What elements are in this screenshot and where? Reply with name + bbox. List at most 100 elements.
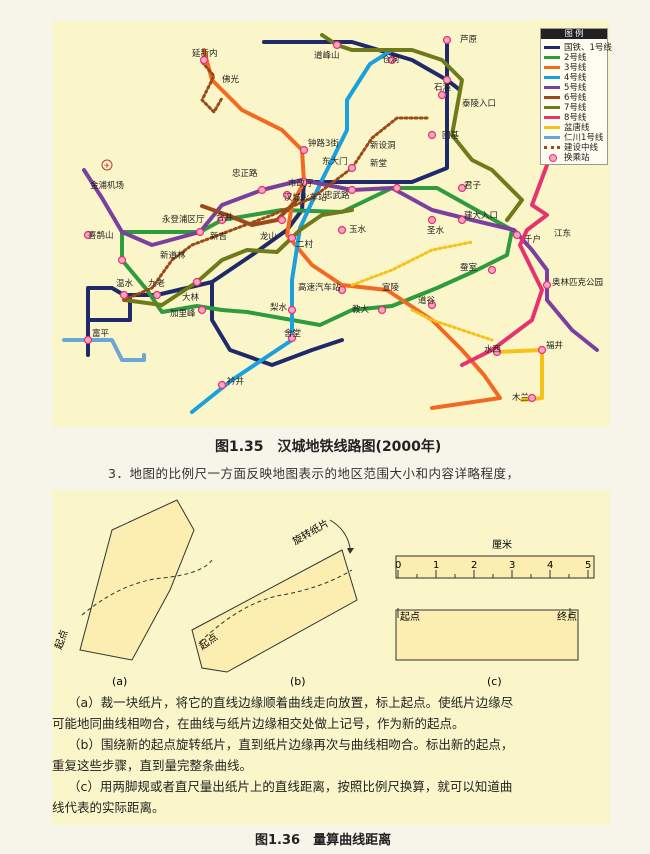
station-marker	[542, 280, 552, 290]
line-1-loop-left	[86, 293, 132, 322]
line-7-north	[320, 33, 524, 222]
legend-swatch	[544, 146, 560, 149]
station-marker	[537, 345, 547, 355]
station-label: 梨水	[270, 302, 288, 313]
ruler-end-label: 终点	[557, 610, 577, 623]
legend-swatch	[544, 46, 560, 49]
legend-swatch	[544, 126, 560, 129]
station-marker	[282, 190, 292, 200]
station-label: 九老	[148, 278, 166, 289]
rotate-arrowhead-icon	[347, 548, 354, 554]
legend-swatch	[549, 154, 557, 162]
line-1-branch	[210, 280, 344, 367]
station-label: 玉水	[349, 224, 367, 235]
station-marker	[257, 185, 267, 195]
measure-strip	[395, 609, 579, 661]
legend-swatch	[544, 86, 560, 89]
station-label: 宣陵	[382, 282, 400, 293]
station-marker	[392, 183, 402, 193]
station-label: 奥林匹克公园	[552, 277, 603, 288]
legend-swatch	[544, 66, 560, 69]
construction-line-4	[410, 308, 494, 342]
legend-label: 5号线	[564, 83, 587, 93]
station-label: 圣水	[427, 225, 445, 236]
subfigure-label-b: (b)	[290, 675, 306, 688]
station-marker	[195, 227, 205, 237]
construction-line-1	[200, 60, 224, 114]
station-label: 东大门	[322, 156, 348, 167]
station-marker	[199, 55, 209, 65]
station-label: 回基	[442, 130, 460, 141]
station-marker	[152, 290, 162, 300]
line-8-route	[460, 128, 549, 367]
station-label: 忠正路	[232, 168, 258, 179]
station-label: 新设洞	[370, 140, 396, 151]
station-label: 龙山	[260, 231, 277, 242]
paper-strip-b	[191, 549, 358, 673]
station-label: 水西	[484, 344, 501, 355]
step-b-line-1: （b）围绕新的起点旋转纸片，直到纸片边缘再次与曲线相吻合。标出新的起点，	[68, 737, 514, 752]
station-marker	[492, 347, 502, 357]
station-label: 建大入口	[464, 210, 498, 221]
legend-label: 盆唐线	[564, 123, 590, 133]
step-a-line-1: （a）裁一块纸片，将它的直线边缘顺着曲线走向放置，标上起点。使纸片边缘尽	[68, 695, 514, 710]
station-label: 富平	[92, 328, 110, 339]
station-marker	[427, 215, 437, 225]
step-c-line-2: 线代表的实际距离。	[52, 800, 165, 815]
station-marker	[277, 215, 287, 225]
station-marker	[512, 230, 522, 240]
station-marker	[197, 305, 207, 315]
incheon-line-route	[62, 338, 146, 362]
station-marker	[347, 163, 357, 173]
station-marker	[83, 230, 93, 240]
legend-label: 3号线	[564, 63, 587, 73]
legend-swatch	[544, 136, 560, 139]
paper-strip-a	[79, 499, 195, 661]
airport-icon	[101, 159, 113, 171]
subway-map: ✈ 延新内 佛光 道峰山 芦原 仓洞 石溪 泰陵入口 回基 钟路3街 东大门 新…	[62, 33, 603, 414]
ruler-tick-label: 4	[547, 560, 553, 571]
station-marker	[457, 183, 467, 193]
legend-swatch	[544, 76, 560, 79]
station-marker	[287, 233, 297, 243]
station-label: 千户	[524, 234, 541, 245]
station-label: 仓洞	[382, 54, 399, 65]
station-marker	[442, 35, 452, 45]
station-label: 江东	[554, 228, 571, 239]
legend-swatch	[544, 56, 560, 59]
station-label: 钟路3街	[308, 138, 339, 149]
line-2-route	[120, 186, 514, 327]
station-marker	[287, 305, 297, 315]
ruler-start-label: 起点	[400, 611, 420, 623]
station-marker	[217, 215, 227, 225]
station-marker	[299, 177, 309, 187]
ruler-tick-label: 5	[585, 560, 591, 571]
line-1-north	[262, 40, 462, 92]
line-7-route	[122, 208, 354, 307]
legend-label: 7号线	[564, 103, 587, 113]
station-label: 加里峰	[170, 308, 196, 319]
construction-line-3	[350, 240, 474, 287]
legend-label: 建设中线	[564, 143, 599, 153]
station-label: 道峰山	[314, 50, 340, 61]
rotate-label: 旋转纸片	[290, 516, 331, 547]
station-marker	[217, 380, 227, 390]
line-6-route	[200, 198, 299, 227]
station-label: 高速汽车站	[298, 282, 341, 293]
station-label: 汉城火车站	[284, 192, 327, 203]
figure-caption: 图1.36 量算曲线距离	[255, 833, 392, 848]
legend-title: 图 例	[541, 29, 607, 39]
station-marker	[347, 185, 357, 195]
station-marker	[387, 55, 397, 65]
station-label: 教大	[352, 304, 370, 315]
legend-label: 换乘站	[564, 153, 590, 163]
station-label: 金浦机场	[90, 180, 124, 191]
ruler-tick-label: 1	[433, 560, 439, 571]
legend-label: 2号线	[564, 53, 587, 63]
legend-swatch	[544, 96, 560, 99]
subway-map-panel: ✈ 延新内 佛光 道峰山 芦原 仓洞 石溪 泰陵入口 回基 钟路3街 东大门 新…	[52, 20, 612, 428]
station-marker	[337, 225, 347, 235]
step-c-line-1: （c）用两脚规或者直尺量出纸片上的直线距离，按照比例尺换算，就可以知道曲	[68, 779, 513, 794]
